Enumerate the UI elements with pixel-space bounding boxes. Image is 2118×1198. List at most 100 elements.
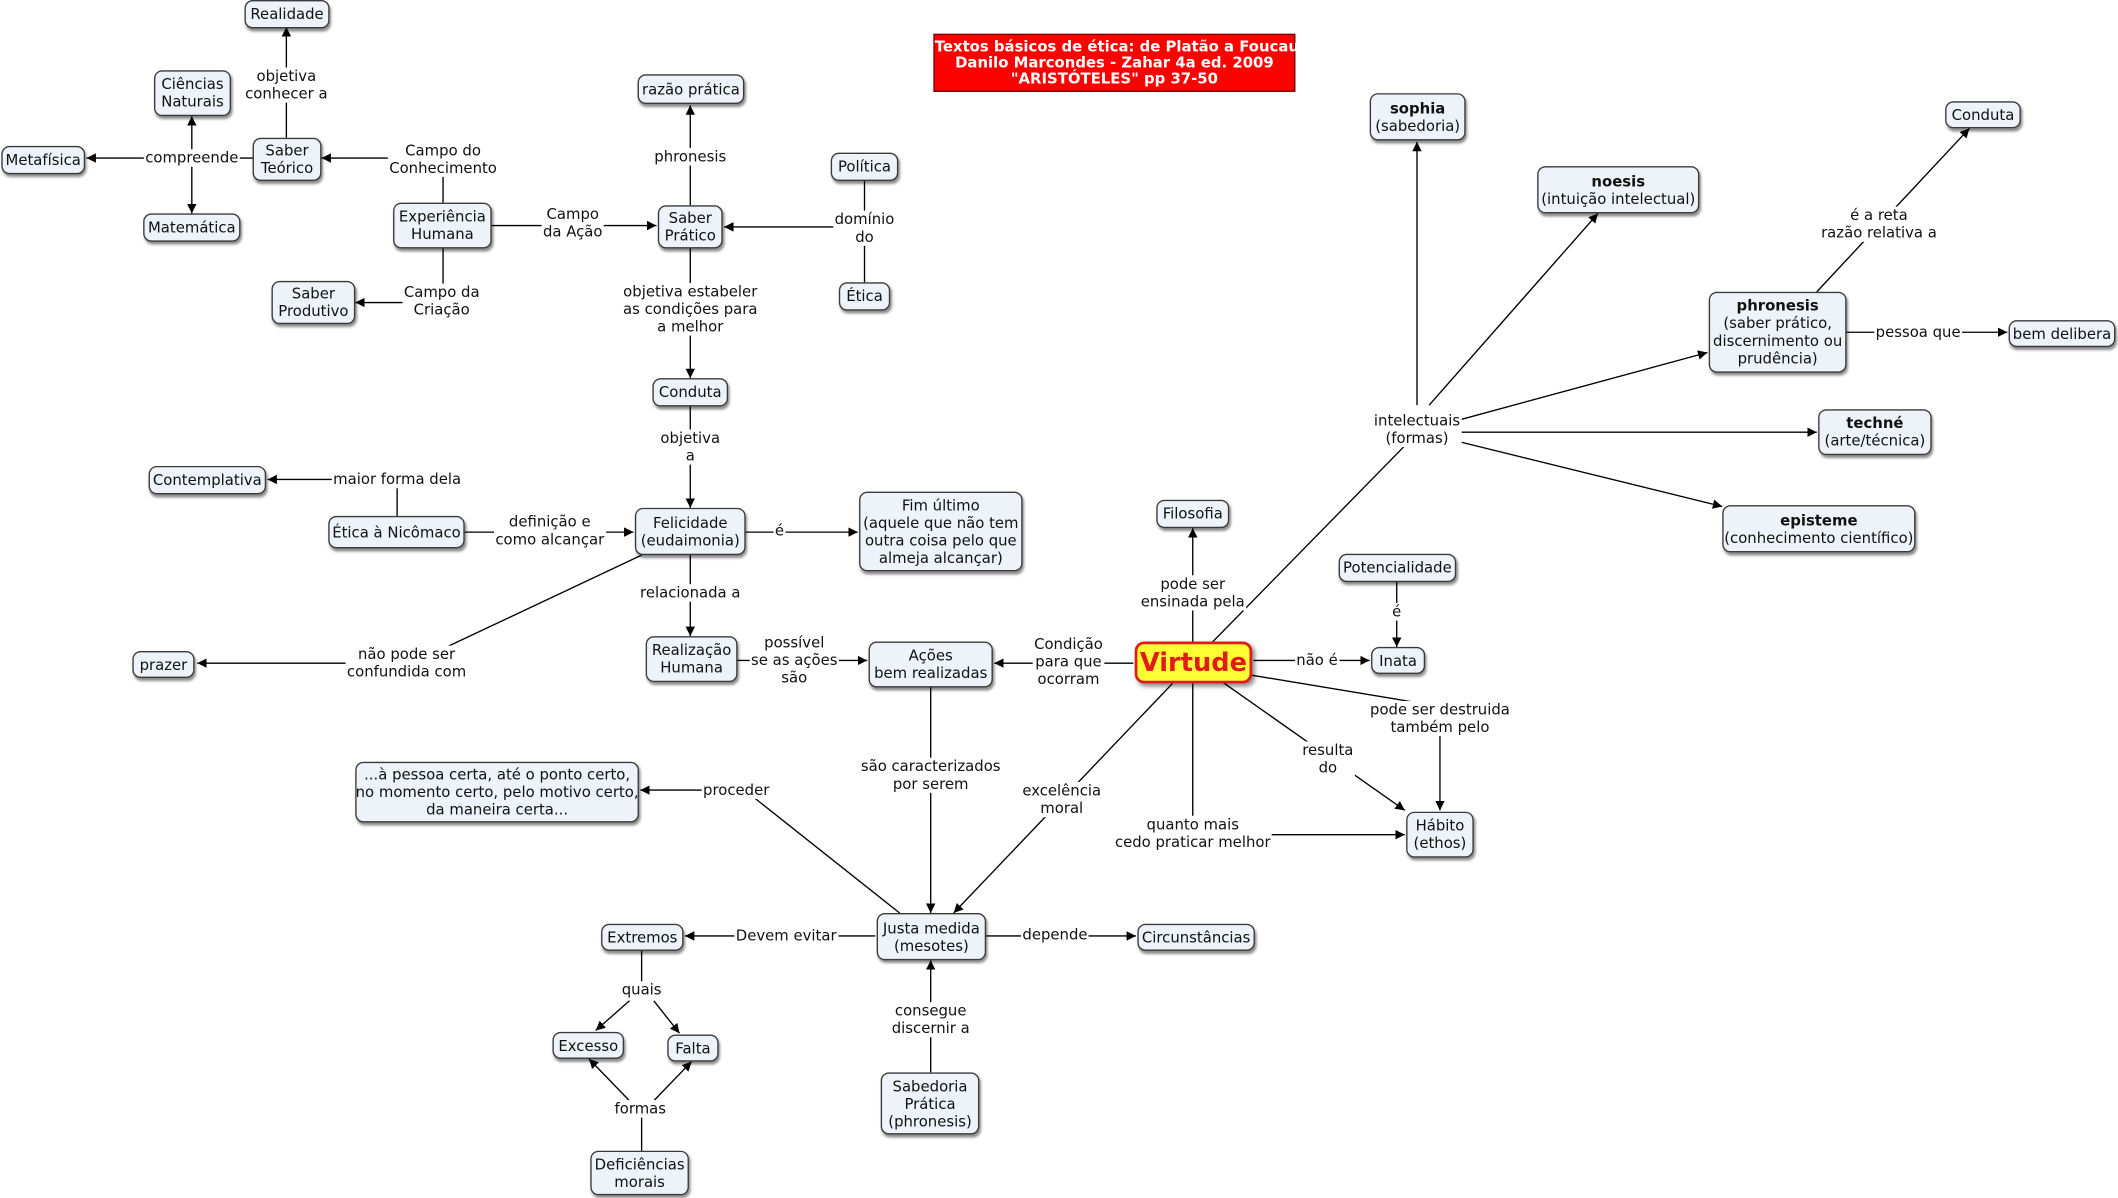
node-filosofia[interactable]: Filosofia bbox=[1156, 499, 1230, 529]
link-label: consegue discernir a bbox=[890, 1002, 972, 1038]
node-text: (ethos) bbox=[1413, 834, 1467, 853]
node-circunstancias[interactable]: Circunstâncias bbox=[1137, 923, 1255, 951]
node-potencialidade[interactable]: Potencialidade bbox=[1338, 553, 1457, 583]
node-sophia[interactable]: sophia (sabedoria) bbox=[1369, 93, 1466, 141]
link-text: maior forma dela bbox=[333, 470, 462, 489]
node-etica-nicomaco[interactable]: Ética à Nicômaco bbox=[328, 515, 465, 549]
link-label: quanto mais cedo praticar melhor bbox=[1113, 815, 1272, 851]
node-contemplativa[interactable]: Contemplativa bbox=[148, 465, 267, 495]
link-text: cedo praticar melhor bbox=[1114, 833, 1271, 851]
edge-intelectuais-noesis bbox=[1428, 212, 1599, 406]
node-phronesis[interactable]: phronesis (saber prático, discernimento … bbox=[1708, 291, 1847, 373]
edge-formas-excesso bbox=[588, 1058, 630, 1102]
node-prazer[interactable]: prazer bbox=[132, 650, 195, 679]
node-text: Justa medida bbox=[882, 919, 980, 937]
node-text: (conhecimento científico) bbox=[1724, 528, 1914, 547]
link-text: também pelo bbox=[1390, 718, 1490, 737]
node-text: Filosofia bbox=[1162, 505, 1223, 523]
node-conduta-right[interactable]: Conduta bbox=[1945, 101, 2021, 129]
link-text: moral bbox=[1040, 799, 1084, 818]
link-label: relacionada a bbox=[638, 584, 742, 602]
link-text: Criação bbox=[413, 301, 470, 319]
link-label: objetiva estabeler as condições para a m… bbox=[621, 282, 759, 336]
node-inata[interactable]: Inata bbox=[1371, 646, 1426, 674]
link-text: proceder bbox=[703, 781, 770, 799]
node-etica[interactable]: Ética bbox=[838, 282, 891, 311]
node-episteme[interactable]: episteme (conhecimento científico) bbox=[1722, 505, 1916, 553]
node-sabedoria-pratica[interactable]: Sabedoria Prática (phronesis) bbox=[880, 1072, 980, 1135]
node-extremos[interactable]: Extremos bbox=[601, 923, 684, 951]
node-bem-delibera[interactable]: bem delibera bbox=[2008, 320, 2116, 348]
link-text: Conhecimento bbox=[389, 159, 497, 177]
node-matematica[interactable]: Matemática bbox=[143, 213, 241, 242]
link-text: confundida com bbox=[346, 663, 467, 681]
node-text: sophia bbox=[1389, 99, 1446, 117]
node-text: Humana bbox=[660, 659, 723, 677]
node-acoes[interactable]: Ações bem realizadas bbox=[868, 641, 993, 688]
link-text: Campo bbox=[546, 205, 599, 223]
node-excesso[interactable]: Excesso bbox=[552, 1031, 625, 1059]
link-label: proceder bbox=[701, 781, 771, 799]
node-pessoa-certa[interactable]: ...à pessoa certa, até o ponto certo, no… bbox=[355, 761, 639, 823]
node-habito[interactable]: Hábito (ethos) bbox=[1406, 811, 1474, 858]
link-text: relacionada a bbox=[640, 584, 741, 602]
node-fim-ultimo[interactable]: Fim último (aquele que não tem outra coi… bbox=[859, 491, 1023, 572]
link-text: não pode ser bbox=[358, 645, 456, 664]
link-label: intelectuais (formas) bbox=[1372, 411, 1462, 448]
node-falta[interactable]: Falta bbox=[667, 1034, 719, 1062]
node-noesis[interactable]: noesis (intuição intelectual) bbox=[1537, 166, 1700, 214]
link-text: definição e bbox=[508, 513, 591, 531]
node-saber-pratico[interactable]: Saber Prático bbox=[657, 205, 723, 249]
node-text: Realidade bbox=[250, 5, 324, 23]
link-text: excelência bbox=[1022, 781, 1102, 800]
node-text: Saber bbox=[668, 209, 712, 227]
node-text: (phronesis) bbox=[888, 1112, 972, 1130]
link-label: maior forma dela bbox=[331, 470, 463, 489]
node-text: Prático bbox=[664, 226, 716, 245]
link-text: do bbox=[1318, 759, 1338, 777]
link-text: pessoa que bbox=[1875, 323, 1961, 342]
edge-quais-falta bbox=[653, 1000, 680, 1034]
node-virtude[interactable]: Virtude bbox=[1134, 641, 1253, 684]
node-metafisica[interactable]: Metafísica bbox=[1, 145, 86, 175]
node-text: Metafísica bbox=[5, 151, 81, 169]
node-text: prudência) bbox=[1737, 349, 1818, 368]
node-saber-produtivo[interactable]: Saber Produtivo bbox=[271, 280, 356, 325]
node-razao-pratica[interactable]: razão prática bbox=[637, 74, 745, 104]
link-label: phronesis bbox=[652, 147, 728, 166]
node-politica[interactable]: Política bbox=[830, 152, 899, 181]
node-realidade[interactable]: Realidade bbox=[244, 0, 330, 29]
node-techne[interactable]: techné (arte/técnica) bbox=[1818, 409, 1932, 456]
link-label: não pode ser confundida com bbox=[345, 645, 468, 681]
node-text: Circunstâncias bbox=[1141, 928, 1251, 947]
node-ciencias-naturais[interactable]: Ciências Naturais bbox=[153, 70, 231, 117]
link-text: possível bbox=[764, 634, 825, 652]
node-text: Inata bbox=[1379, 651, 1417, 670]
node-text: Política bbox=[838, 158, 892, 176]
edge-quais-excesso bbox=[595, 1000, 630, 1032]
link-text: do bbox=[855, 228, 874, 246]
link-label: excelência moral bbox=[1020, 781, 1103, 818]
link-text: domínio bbox=[834, 210, 895, 229]
link-text: resulta bbox=[1302, 741, 1354, 760]
node-saber-teorico[interactable]: Saber Teórico bbox=[252, 137, 322, 181]
node-felicidade[interactable]: Felicidade (eudaimonia) bbox=[634, 507, 746, 556]
node-justa-medida[interactable]: Justa medida (mesotes) bbox=[876, 913, 987, 961]
node-text: morais bbox=[614, 1172, 665, 1191]
node-experiencia-humana[interactable]: Experiência Humana bbox=[393, 202, 492, 249]
node-text: (eudaimonia) bbox=[640, 531, 740, 550]
link-text: objetiva bbox=[660, 429, 721, 448]
node-text: razão prática bbox=[642, 80, 740, 98]
node-text: bem realizadas bbox=[874, 664, 988, 683]
link-label: quais bbox=[620, 981, 663, 999]
node-text: Matemática bbox=[147, 218, 236, 237]
node-text: Felicidade bbox=[652, 513, 728, 532]
node-realizacao-humana[interactable]: Realização Humana bbox=[645, 636, 738, 683]
link-text: pode ser destruida bbox=[1370, 700, 1510, 719]
link-text: pode ser bbox=[1160, 575, 1226, 593]
node-deficiencias-morais[interactable]: Deficiências morais bbox=[590, 1150, 689, 1196]
link-label: não é bbox=[1294, 651, 1340, 670]
node-conduta[interactable]: Conduta bbox=[652, 378, 729, 407]
node-text: Ética bbox=[846, 287, 883, 306]
